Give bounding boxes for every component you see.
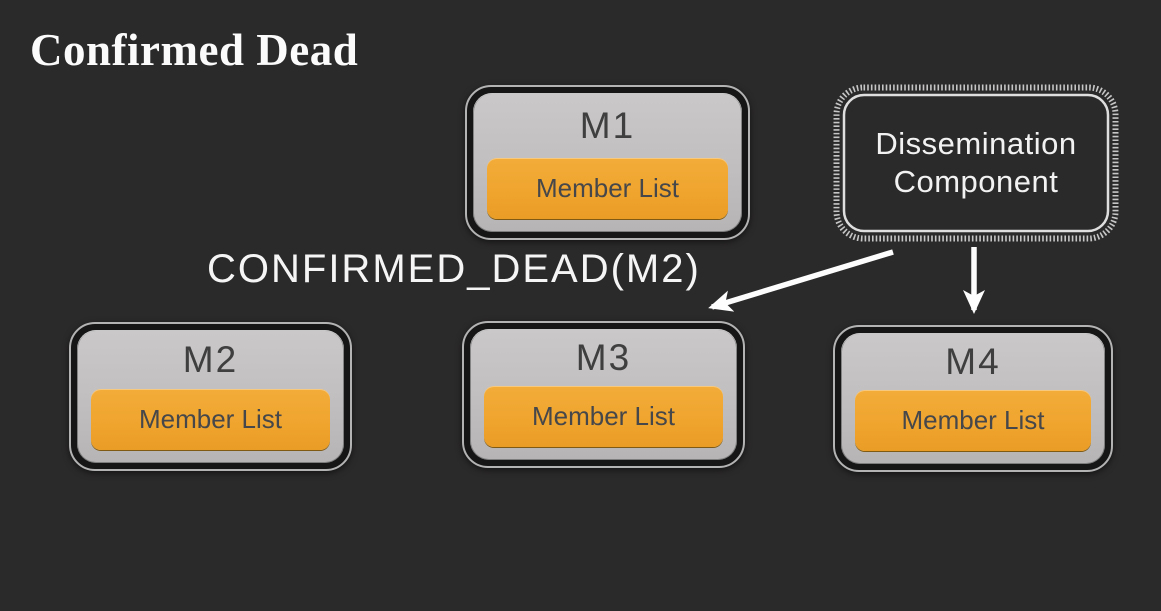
dissemination-label-line1: Dissemination <box>875 126 1077 161</box>
dissemination-component-label: Dissemination Component <box>833 84 1119 242</box>
node-m4-body: M4 Member List <box>841 333 1105 464</box>
node-m3-body: M3 Member List <box>470 329 737 460</box>
slide-title: Confirmed Dead <box>30 25 359 75</box>
node-m4-member-list: Member List <box>855 390 1091 451</box>
confirmed-dead-message: CONFIRMED_DEAD(M2) <box>207 247 701 291</box>
dissemination-component-box: Dissemination Component <box>833 84 1119 242</box>
node-m2-body: M2 Member List <box>77 330 344 463</box>
arrow-dissemination-to-m3 <box>708 249 894 312</box>
node-m1-member-list: Member List <box>487 158 728 219</box>
node-m4-label: M4 <box>945 340 1001 382</box>
node-m4: M4 Member List <box>833 325 1113 472</box>
dissemination-label-line2: Component <box>893 164 1059 199</box>
node-m2-label: M2 <box>182 338 239 380</box>
node-m1-label: M1 <box>579 104 636 146</box>
hatched-border-icon <box>833 84 1119 242</box>
node-m2: M2 Member List <box>69 322 352 471</box>
node-m3-member-list: Member List <box>484 386 723 447</box>
node-m3: M3 Member List <box>462 321 745 468</box>
node-m1: M1 Member List <box>465 85 750 240</box>
node-m3-label: M3 <box>575 336 632 378</box>
node-m1-body: M1 Member List <box>473 93 742 232</box>
node-m2-member-list: Member List <box>91 389 330 450</box>
